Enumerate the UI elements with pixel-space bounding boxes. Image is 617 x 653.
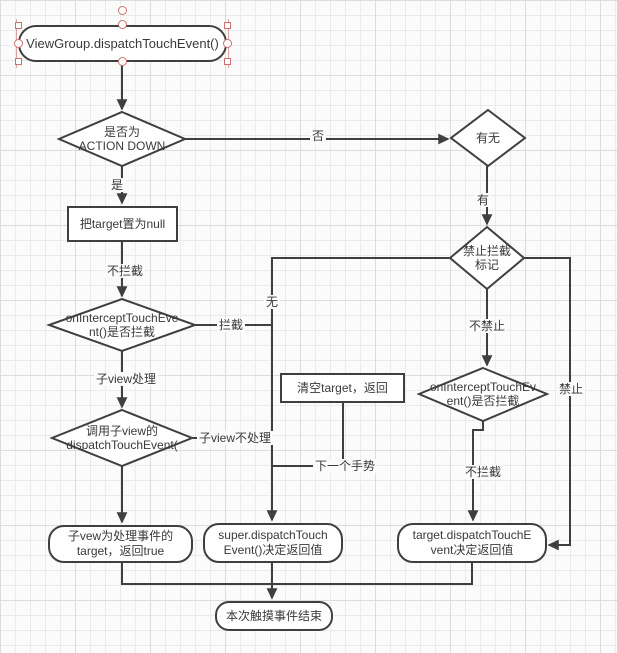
resize-handle-se[interactable] (224, 58, 231, 65)
edge-label-next-gesture[interactable]: 下一个手势 (312, 459, 378, 473)
node-label-line: 子vew为处理事件的 (67, 529, 174, 543)
decision-call-child-dispatch[interactable] (49, 408, 195, 468)
node-label-line: 本次触摸事件结束 (225, 608, 322, 623)
node-set-target-null[interactable]: 把target置为null (67, 206, 178, 242)
node-touch-event-end[interactable]: 本次触摸事件结束 (215, 601, 333, 631)
node-label-line: ViewGroup.dispatchTouchEvent() (26, 36, 219, 51)
edge-label-forbidden[interactable]: 禁止 (556, 382, 586, 396)
decision-is-action-down[interactable] (56, 110, 188, 168)
decision-has-target[interactable] (449, 108, 527, 168)
resize-handle-e[interactable] (223, 39, 232, 48)
resize-handle-s[interactable] (118, 57, 127, 66)
edge-label-none[interactable]: 无 (263, 295, 281, 309)
edge-forbidden[interactable] (524, 257, 571, 551)
node-clear-target-return[interactable]: 清空target，返回 (280, 373, 405, 403)
edge-label-yes[interactable]: 是 (108, 178, 126, 192)
rotate-handle[interactable] (118, 6, 127, 15)
resize-handle-nw[interactable] (15, 22, 22, 29)
edge-label-intercept[interactable]: 拦截 (216, 318, 246, 332)
resize-handle-sw[interactable] (15, 58, 22, 65)
edge-label-not-forbidden[interactable]: 不禁止 (466, 319, 508, 333)
node-label-line: 清空target，返回 (297, 380, 388, 395)
resize-handle-n[interactable] (118, 20, 127, 29)
edge-label-not-intercept-right[interactable]: 不拦截 (462, 465, 504, 479)
edge-label-child-not-handle[interactable]: 子view不处理 (196, 431, 274, 445)
node-label-line: target.dispatchTouchE (412, 528, 532, 542)
resize-handle-ne[interactable] (224, 22, 231, 29)
edge-label-not-intercept-left[interactable]: 不拦截 (104, 264, 146, 278)
edge-label-no[interactable]: 否 (309, 129, 327, 143)
node-label-line: 把target置为null (79, 216, 166, 231)
resize-handle-w[interactable] (14, 39, 23, 48)
decision-on-intercept-left[interactable] (46, 297, 198, 353)
decision-on-intercept-right[interactable] (416, 366, 550, 423)
edge-label-child-handles[interactable]: 子view处理 (93, 372, 159, 386)
node-super-dispatch[interactable]: super.dispatchTouch Event()决定返回值 (203, 523, 343, 563)
decision-disallow-intercept-flag[interactable] (448, 225, 526, 291)
node-label-line: Event()决定返回值 (223, 543, 323, 557)
node-target-dispatch[interactable]: target.dispatchTouchE vent决定返回值 (397, 523, 547, 563)
node-label-line: vent决定返回值 (430, 543, 514, 557)
node-label-line: super.dispatchTouch (218, 528, 328, 542)
edge-label-has[interactable]: 有 (474, 193, 492, 207)
node-child-becomes-target[interactable]: 子vew为处理事件的 target，返回true (48, 525, 193, 563)
node-label-line: target，返回true (76, 544, 165, 558)
edge-next-gesture[interactable] (272, 403, 344, 467)
